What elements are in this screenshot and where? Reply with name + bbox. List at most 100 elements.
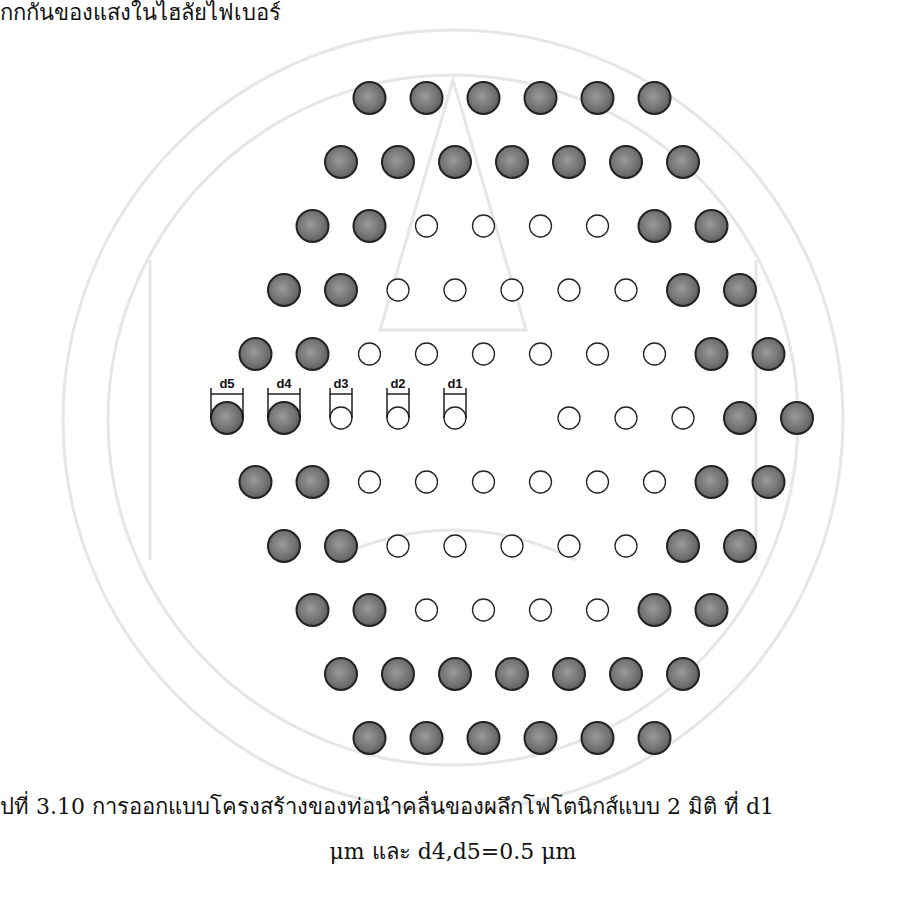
cladding-air-hole <box>753 338 785 370</box>
core-air-hole <box>672 407 694 429</box>
core-air-hole <box>587 343 609 365</box>
dimension-bracket <box>329 388 330 418</box>
cladding-air-hole <box>639 594 671 626</box>
cladding-air-hole <box>354 722 386 754</box>
cladding-air-hole <box>667 658 699 690</box>
core-air-hole <box>416 215 438 237</box>
cladding-air-hole <box>411 722 443 754</box>
cladding-air-hole <box>268 402 300 434</box>
cladding-air-hole <box>610 658 642 690</box>
cladding-air-hole <box>667 530 699 562</box>
core-air-hole <box>530 215 552 237</box>
core-air-hole <box>644 343 666 365</box>
dimension-bracket <box>268 393 300 394</box>
cladding-air-hole <box>354 210 386 242</box>
core-air-hole <box>330 407 352 429</box>
cladding-air-hole <box>525 722 557 754</box>
core-air-hole <box>473 599 495 621</box>
core-air-hole <box>558 279 580 301</box>
dimension-bracket <box>211 393 243 394</box>
cladding-air-hole <box>696 338 728 370</box>
cladding-air-hole <box>468 722 500 754</box>
cladding-air-hole <box>297 466 329 498</box>
core-air-hole <box>416 343 438 365</box>
core-air-hole <box>587 599 609 621</box>
cladding-air-hole <box>211 402 243 434</box>
caption-line: μm และ d4,d5=0.5 μm <box>330 839 577 865</box>
core-air-hole <box>530 471 552 493</box>
cladding-air-hole <box>553 658 585 690</box>
cladding-air-hole <box>525 82 557 114</box>
core-air-hole <box>615 279 637 301</box>
cladding-air-hole <box>468 82 500 114</box>
cladding-air-hole <box>724 274 756 306</box>
dimension-bracket <box>242 388 243 418</box>
core-air-hole <box>359 343 381 365</box>
cladding-air-hole <box>325 658 357 690</box>
cladding-air-hole <box>297 594 329 626</box>
cladding-air-hole <box>325 274 357 306</box>
cladding-air-hole <box>724 402 756 434</box>
cladding-air-hole <box>667 146 699 178</box>
diameter-label: d5 <box>219 376 234 392</box>
core-air-hole <box>530 599 552 621</box>
core-air-hole <box>444 407 466 429</box>
core-air-hole <box>359 471 381 493</box>
core-air-hole <box>501 535 523 557</box>
dimension-bracket <box>387 393 409 394</box>
cladding-air-hole <box>553 146 585 178</box>
core-air-hole <box>387 407 409 429</box>
cladding-air-hole <box>781 402 813 434</box>
diameter-label: d4 <box>276 376 291 392</box>
core-air-hole <box>644 471 666 493</box>
core-air-hole <box>416 471 438 493</box>
cladding-air-hole <box>639 210 671 242</box>
seal-watermark <box>63 30 843 810</box>
cladding-air-hole <box>639 722 671 754</box>
cladding-air-hole <box>667 274 699 306</box>
cladding-air-hole <box>696 594 728 626</box>
core-air-hole <box>558 535 580 557</box>
core-air-hole <box>444 535 466 557</box>
cladding-air-hole <box>297 210 329 242</box>
dimension-bracket <box>299 388 300 418</box>
cladding-air-hole <box>753 466 785 498</box>
cladding-air-hole <box>325 530 357 562</box>
core-air-hole <box>473 343 495 365</box>
heading-fragment: กกกันของแสงในไฮลัยไฟเบอร์ <box>0 0 281 26</box>
cladding-air-hole <box>582 82 614 114</box>
dimension-bracket <box>465 388 466 418</box>
core-air-hole <box>387 279 409 301</box>
dimension-bracket <box>443 388 444 418</box>
core-air-hole <box>473 215 495 237</box>
diameter-label: d2 <box>390 376 405 392</box>
cladding-air-hole <box>439 658 471 690</box>
cladding-air-hole <box>325 146 357 178</box>
cladding-air-hole <box>724 530 756 562</box>
core-air-hole <box>501 279 523 301</box>
cladding-air-hole <box>582 722 614 754</box>
cladding-air-hole <box>240 466 272 498</box>
dimension-bracket <box>408 388 409 418</box>
core-air-hole <box>587 471 609 493</box>
dimension-bracket <box>267 388 268 418</box>
core-air-hole <box>615 407 637 429</box>
cladding-air-hole <box>382 658 414 690</box>
dimension-bracket <box>330 393 352 394</box>
core-air-hole <box>587 215 609 237</box>
diameter-label: d3 <box>333 376 348 392</box>
core-air-hole <box>615 535 637 557</box>
core-air-hole <box>473 471 495 493</box>
dimension-bracket <box>444 393 466 394</box>
cladding-air-hole <box>268 530 300 562</box>
core-air-hole <box>387 535 409 557</box>
cladding-air-hole <box>439 146 471 178</box>
cladding-air-hole <box>268 274 300 306</box>
dimension-bracket <box>351 388 352 418</box>
cladding-air-hole <box>496 658 528 690</box>
cladding-air-hole <box>354 82 386 114</box>
core-air-hole <box>558 407 580 429</box>
cladding-air-hole <box>639 82 671 114</box>
core-air-hole <box>530 343 552 365</box>
